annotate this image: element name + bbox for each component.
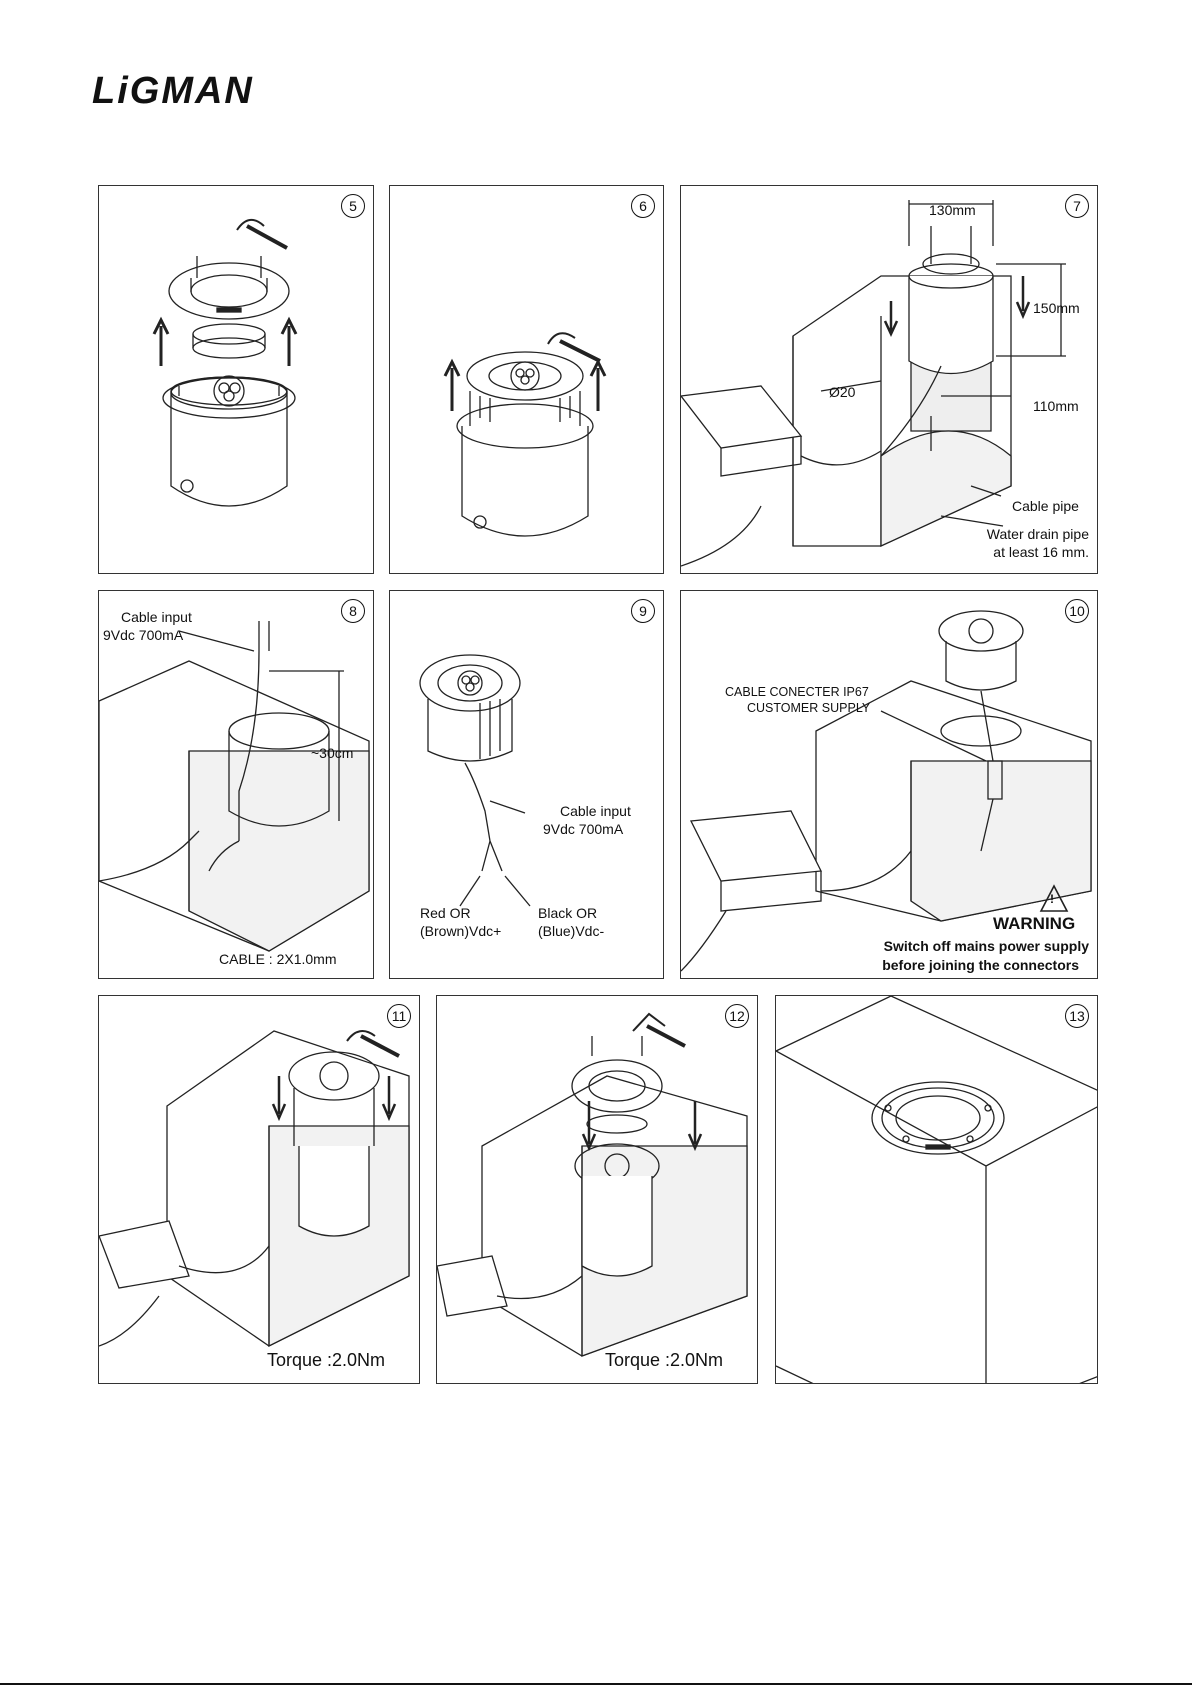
step-number: 10 xyxy=(1065,599,1089,623)
cable-spec: CABLE : 2X1.0mm xyxy=(219,951,337,967)
cable-input-label-2: 9Vdc 700mA xyxy=(103,627,184,643)
step-number: 6 xyxy=(631,194,655,218)
step-number: 5 xyxy=(341,194,365,218)
cable-input-label-1: Cable input xyxy=(560,803,631,819)
black-wire-label-1: Black OR xyxy=(538,905,598,921)
ligman-logo: LiGMAN xyxy=(92,70,254,112)
torque-label: Torque :2.0Nm xyxy=(267,1350,386,1370)
step-number: 9 xyxy=(631,599,655,623)
step-number: 13 xyxy=(1065,1004,1089,1028)
cable-input-label-2: 9Vdc 700mA xyxy=(543,821,624,837)
step-11-illustration xyxy=(99,1030,410,1348)
step-11-panel: 11 Torque :2.0Nm xyxy=(98,995,420,1384)
step-9-panel: 9 Cable input 9Vdc 700mA Red OR (Brown)V… xyxy=(389,590,664,979)
step-12-illustration xyxy=(437,1012,748,1357)
drain-pipe-label-1: Water drain pipe xyxy=(986,526,1089,542)
warning-line-2: before joining the connectors xyxy=(882,957,1079,973)
step-6-illustration xyxy=(443,332,607,537)
step-13-panel: 13 xyxy=(775,995,1098,1384)
drain-pipe-label-2: at least 16 mm. xyxy=(993,544,1089,560)
step-number: 8 xyxy=(341,599,365,623)
step-7-illustration xyxy=(681,200,1066,567)
torque-label: Torque :2.0Nm xyxy=(605,1350,724,1370)
step-number: 11 xyxy=(387,1004,411,1028)
step-13-illustration xyxy=(776,996,1097,1383)
dim-hole: Ø20 xyxy=(829,384,856,400)
connector-label-1: CABLE CONECTER IP67 xyxy=(725,685,869,699)
dim-depth: 110mm xyxy=(1033,398,1079,414)
step-10-panel: 10 CABLE CONECTER IP67 CUSTOMER SUPPLY !… xyxy=(680,590,1098,979)
red-wire-label-1: Red OR xyxy=(420,905,471,921)
step-8-illustration xyxy=(99,621,370,952)
black-wire-label-2: (Blue)Vdc- xyxy=(538,923,605,939)
step-5-illustration xyxy=(152,219,298,507)
red-wire-label-2: (Brown)Vdc+ xyxy=(420,923,502,939)
step-number: 12 xyxy=(725,1004,749,1028)
warning-line-1: Switch off mains power supply xyxy=(883,938,1089,954)
cable-input-label-1: Cable input xyxy=(121,609,192,625)
step-8-panel: 8 Cable input 9Vdc 700mA ~30cm CABLE : 2… xyxy=(98,590,374,979)
dim-length: ~30cm xyxy=(311,745,354,761)
step-12-panel: 12 Torque :2.0Nm xyxy=(436,995,758,1384)
dim-width: 130mm xyxy=(929,202,976,218)
step-5-panel: 5 xyxy=(98,185,374,574)
step-10-illustration xyxy=(681,610,1092,972)
cable-pipe-label: Cable pipe xyxy=(1012,498,1079,514)
warning-title: WARNING xyxy=(993,914,1076,933)
page-bottom-rule xyxy=(0,1683,1192,1685)
step-6-panel: 6 xyxy=(389,185,664,574)
warning-icon: ! xyxy=(1050,892,1054,906)
dim-height: 150mm xyxy=(1033,300,1080,316)
step-9-illustration xyxy=(419,654,531,907)
step-number: 7 xyxy=(1065,194,1089,218)
connector-label-2: CUSTOMER SUPPLY xyxy=(747,701,871,715)
step-7-panel: 7 130mm 150mm Ø20 110mm Cable pipe Water… xyxy=(680,185,1098,574)
